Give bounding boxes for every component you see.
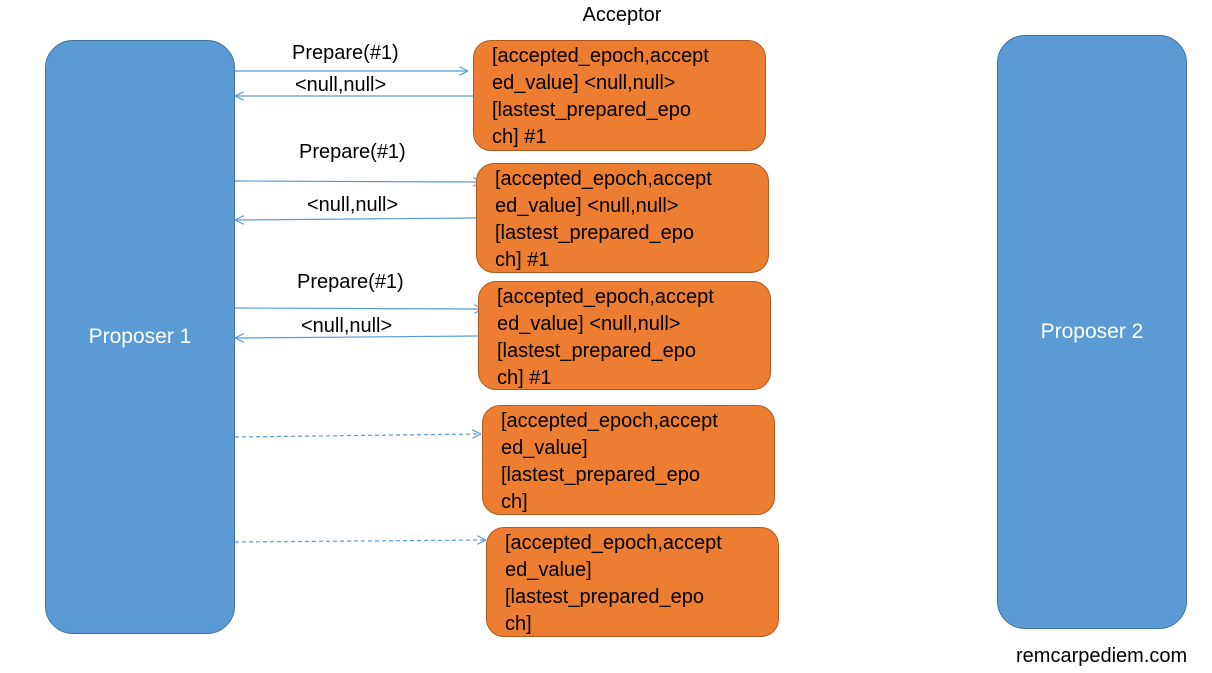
acceptor-3-line-1: [accepted_epoch,accept [497,286,714,308]
prepare-arrow-5-dashed [234,540,485,542]
acceptor-2-line-2: ed_value] <null,null> [495,195,679,217]
acceptor-2-line-4: ch] #1 [495,249,550,271]
acceptor-5-line-4: ch] [505,613,532,635]
acceptor-1-line-3: [lastest_prepared_epo [492,99,692,121]
watermark-text: remcarpediem.com [1016,645,1188,667]
acceptor-3-line-2: ed_value] <null,null> [497,313,681,335]
acceptor-2-line-3: [lastest_prepared_epo [495,222,695,244]
acceptor-1-line-1: [accepted_epoch,accept [492,45,709,67]
acceptor-1-line-4: ch] #1 [492,126,547,148]
prepare-label-1: Prepare(#1) [292,42,399,64]
acceptor-4-line-3: [lastest_prepared_epo [501,464,701,486]
acceptor-box-4: [accepted_epoch,accept ed_value] [lastes… [482,405,775,515]
acceptor-4-line-4: ch] [501,491,528,513]
prepare-arrow-3 [234,308,482,309]
acceptor-5-line-1: [accepted_epoch,accept [505,532,722,554]
acceptor-box-2: [accepted_epoch,accept ed_value] <null,n… [476,163,769,273]
response-arrow-2 [236,218,477,220]
acceptor-heading: Acceptor [582,4,662,26]
proposer-2-label: Proposer 2 [1040,320,1144,343]
acceptor-2-line-1: [accepted_epoch,accept [495,168,712,190]
acceptor-4-line-2: ed_value] [501,437,588,459]
acceptor-4-line-1: [accepted_epoch,accept [501,410,718,432]
prepare-label-3: Prepare(#1) [297,271,404,293]
response-label-1: <null,null> [295,74,387,96]
prepare-arrow-2 [234,181,481,182]
acceptor-5-line-3: [lastest_prepared_epo [505,586,705,608]
proposer-1-box: Proposer 1 [45,40,235,634]
acceptor-box-5: [accepted_epoch,accept ed_value] [lastes… [486,527,779,637]
acceptor-5-line-2: ed_value] [505,559,592,581]
acceptor-box-3: [accepted_epoch,accept ed_value] <null,n… [478,281,771,390]
acceptor-box-1: [accepted_epoch,accept ed_value] <null,n… [473,40,766,151]
prepare-arrow-4-dashed [234,434,480,437]
proposer-2-box: Proposer 2 [997,35,1187,629]
prepare-label-2: Prepare(#1) [299,141,406,163]
acceptor-3-line-3: [lastest_prepared_epo [497,340,697,362]
acceptor-3-line-4: ch] #1 [497,367,552,389]
acceptor-1-line-2: ed_value] <null,null> [492,72,676,94]
proposer-1-label: Proposer 1 [88,325,192,348]
response-arrow-3 [236,336,479,338]
response-label-3: <null,null> [301,315,393,337]
response-label-2: <null,null> [307,194,399,216]
